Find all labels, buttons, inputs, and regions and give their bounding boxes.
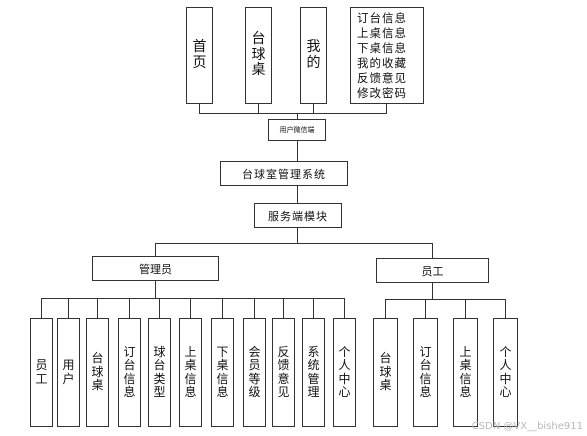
staff-module-label: 上桌信息	[459, 344, 472, 399]
connector	[465, 299, 466, 318]
connector	[283, 298, 284, 318]
server-module-label: 服务端模块	[268, 209, 328, 223]
admin-module-label: 上桌信息	[184, 344, 197, 399]
connector	[155, 281, 156, 299]
connector	[297, 113, 298, 119]
connector	[222, 298, 223, 318]
staff-module-tables: 台球桌	[373, 318, 398, 427]
connector	[258, 104, 259, 114]
node-system: 台球室管理系统	[220, 161, 348, 186]
admin-module-label: 下桌信息	[216, 344, 229, 399]
connector	[155, 243, 156, 256]
connector	[199, 113, 387, 114]
admin-module-check-in: 上桌信息	[179, 318, 202, 427]
admin-module-member-levels: 会员等级	[243, 318, 266, 427]
connector	[297, 141, 298, 161]
connector	[129, 298, 130, 318]
node-tables: 台球桌	[245, 7, 272, 104]
connector	[313, 104, 314, 114]
staff-module-profile: 个人中心	[493, 318, 518, 427]
admin-module-label: 订台信息	[123, 344, 136, 399]
connector	[254, 298, 255, 318]
connector	[297, 186, 298, 203]
connector	[41, 298, 42, 318]
node-tables-label: 台球桌	[251, 30, 266, 79]
connector	[344, 298, 345, 318]
admin-module-profile: 个人中心	[333, 318, 356, 427]
node-mine: 我的	[300, 7, 327, 104]
connector	[432, 283, 433, 300]
node-home: 首页	[186, 7, 213, 104]
connector	[425, 299, 426, 318]
system-label: 台球室管理系统	[242, 167, 326, 181]
mine-submenu-item: 我的收藏	[357, 55, 407, 70]
admin-module-label: 员工	[35, 358, 48, 386]
admin-module-label: 会员等级	[248, 344, 261, 399]
admin-module-label: 球台类型	[153, 344, 166, 399]
admin-module-tables: 台球桌	[86, 318, 109, 427]
connector	[155, 243, 433, 244]
connector	[97, 298, 98, 318]
connector	[190, 298, 191, 318]
wechat-portal-label: 用户微信端	[279, 126, 315, 134]
connector	[385, 299, 506, 300]
staff-module-label: 订台信息	[419, 344, 432, 399]
admin-module-check-out: 下桌信息	[211, 318, 234, 427]
admin-module-label: 系统管理	[307, 344, 320, 399]
connector	[159, 298, 160, 318]
mine-submenu-item: 修改密码	[357, 85, 407, 100]
staff-module-label: 台球桌	[379, 351, 392, 393]
mine-submenu-item: 下桌信息	[357, 40, 407, 55]
admin-module-label: 台球桌	[91, 351, 104, 393]
mine-submenu-item: 订台信息	[357, 10, 407, 25]
node-home-label: 首页	[192, 38, 207, 71]
connector	[41, 298, 345, 299]
admin-module-staff: 员工	[30, 318, 53, 427]
admin-module-label: 个人中心	[338, 344, 351, 399]
admin-label: 管理员	[139, 262, 172, 276]
node-server-module: 服务端模块	[254, 203, 342, 228]
watermark: CSDN @VX__bishe911	[471, 421, 583, 432]
admin-module-feedback: 反馈意见	[272, 318, 295, 427]
mine-submenu-list: 订台信息 上桌信息 下桌信息 我的收藏 反馈意见 修改密码	[351, 8, 423, 103]
connector	[432, 243, 433, 258]
mine-submenu-item: 上桌信息	[357, 25, 407, 40]
staff-module-label: 个人中心	[499, 344, 512, 399]
admin-module-users: 用户	[57, 318, 80, 427]
node-mine-submenu: 订台信息 上桌信息 下桌信息 我的收藏 反馈意见 修改密码	[350, 7, 424, 104]
staff-module-bookings: 订台信息	[413, 318, 438, 427]
mine-submenu-item: 反馈意见	[357, 70, 407, 85]
admin-module-bookings: 订台信息	[118, 318, 141, 427]
connector	[297, 228, 298, 244]
admin-module-table-types: 球台类型	[148, 318, 171, 427]
admin-module-label: 反馈意见	[277, 344, 290, 399]
node-mine-label: 我的	[306, 38, 321, 71]
connector	[68, 298, 69, 318]
node-wechat-portal: 用户微信端	[268, 119, 326, 141]
admin-module-label: 用户	[62, 358, 75, 386]
staff-module-check-in: 上桌信息	[453, 318, 478, 427]
admin-module-system: 系统管理	[302, 318, 325, 427]
node-admin: 管理员	[92, 256, 219, 281]
connector	[386, 104, 387, 114]
staff-label: 员工	[421, 264, 444, 278]
connector	[505, 299, 506, 318]
node-staff: 员工	[376, 258, 489, 283]
connector	[199, 104, 200, 114]
connector	[313, 298, 314, 318]
connector	[385, 299, 386, 318]
